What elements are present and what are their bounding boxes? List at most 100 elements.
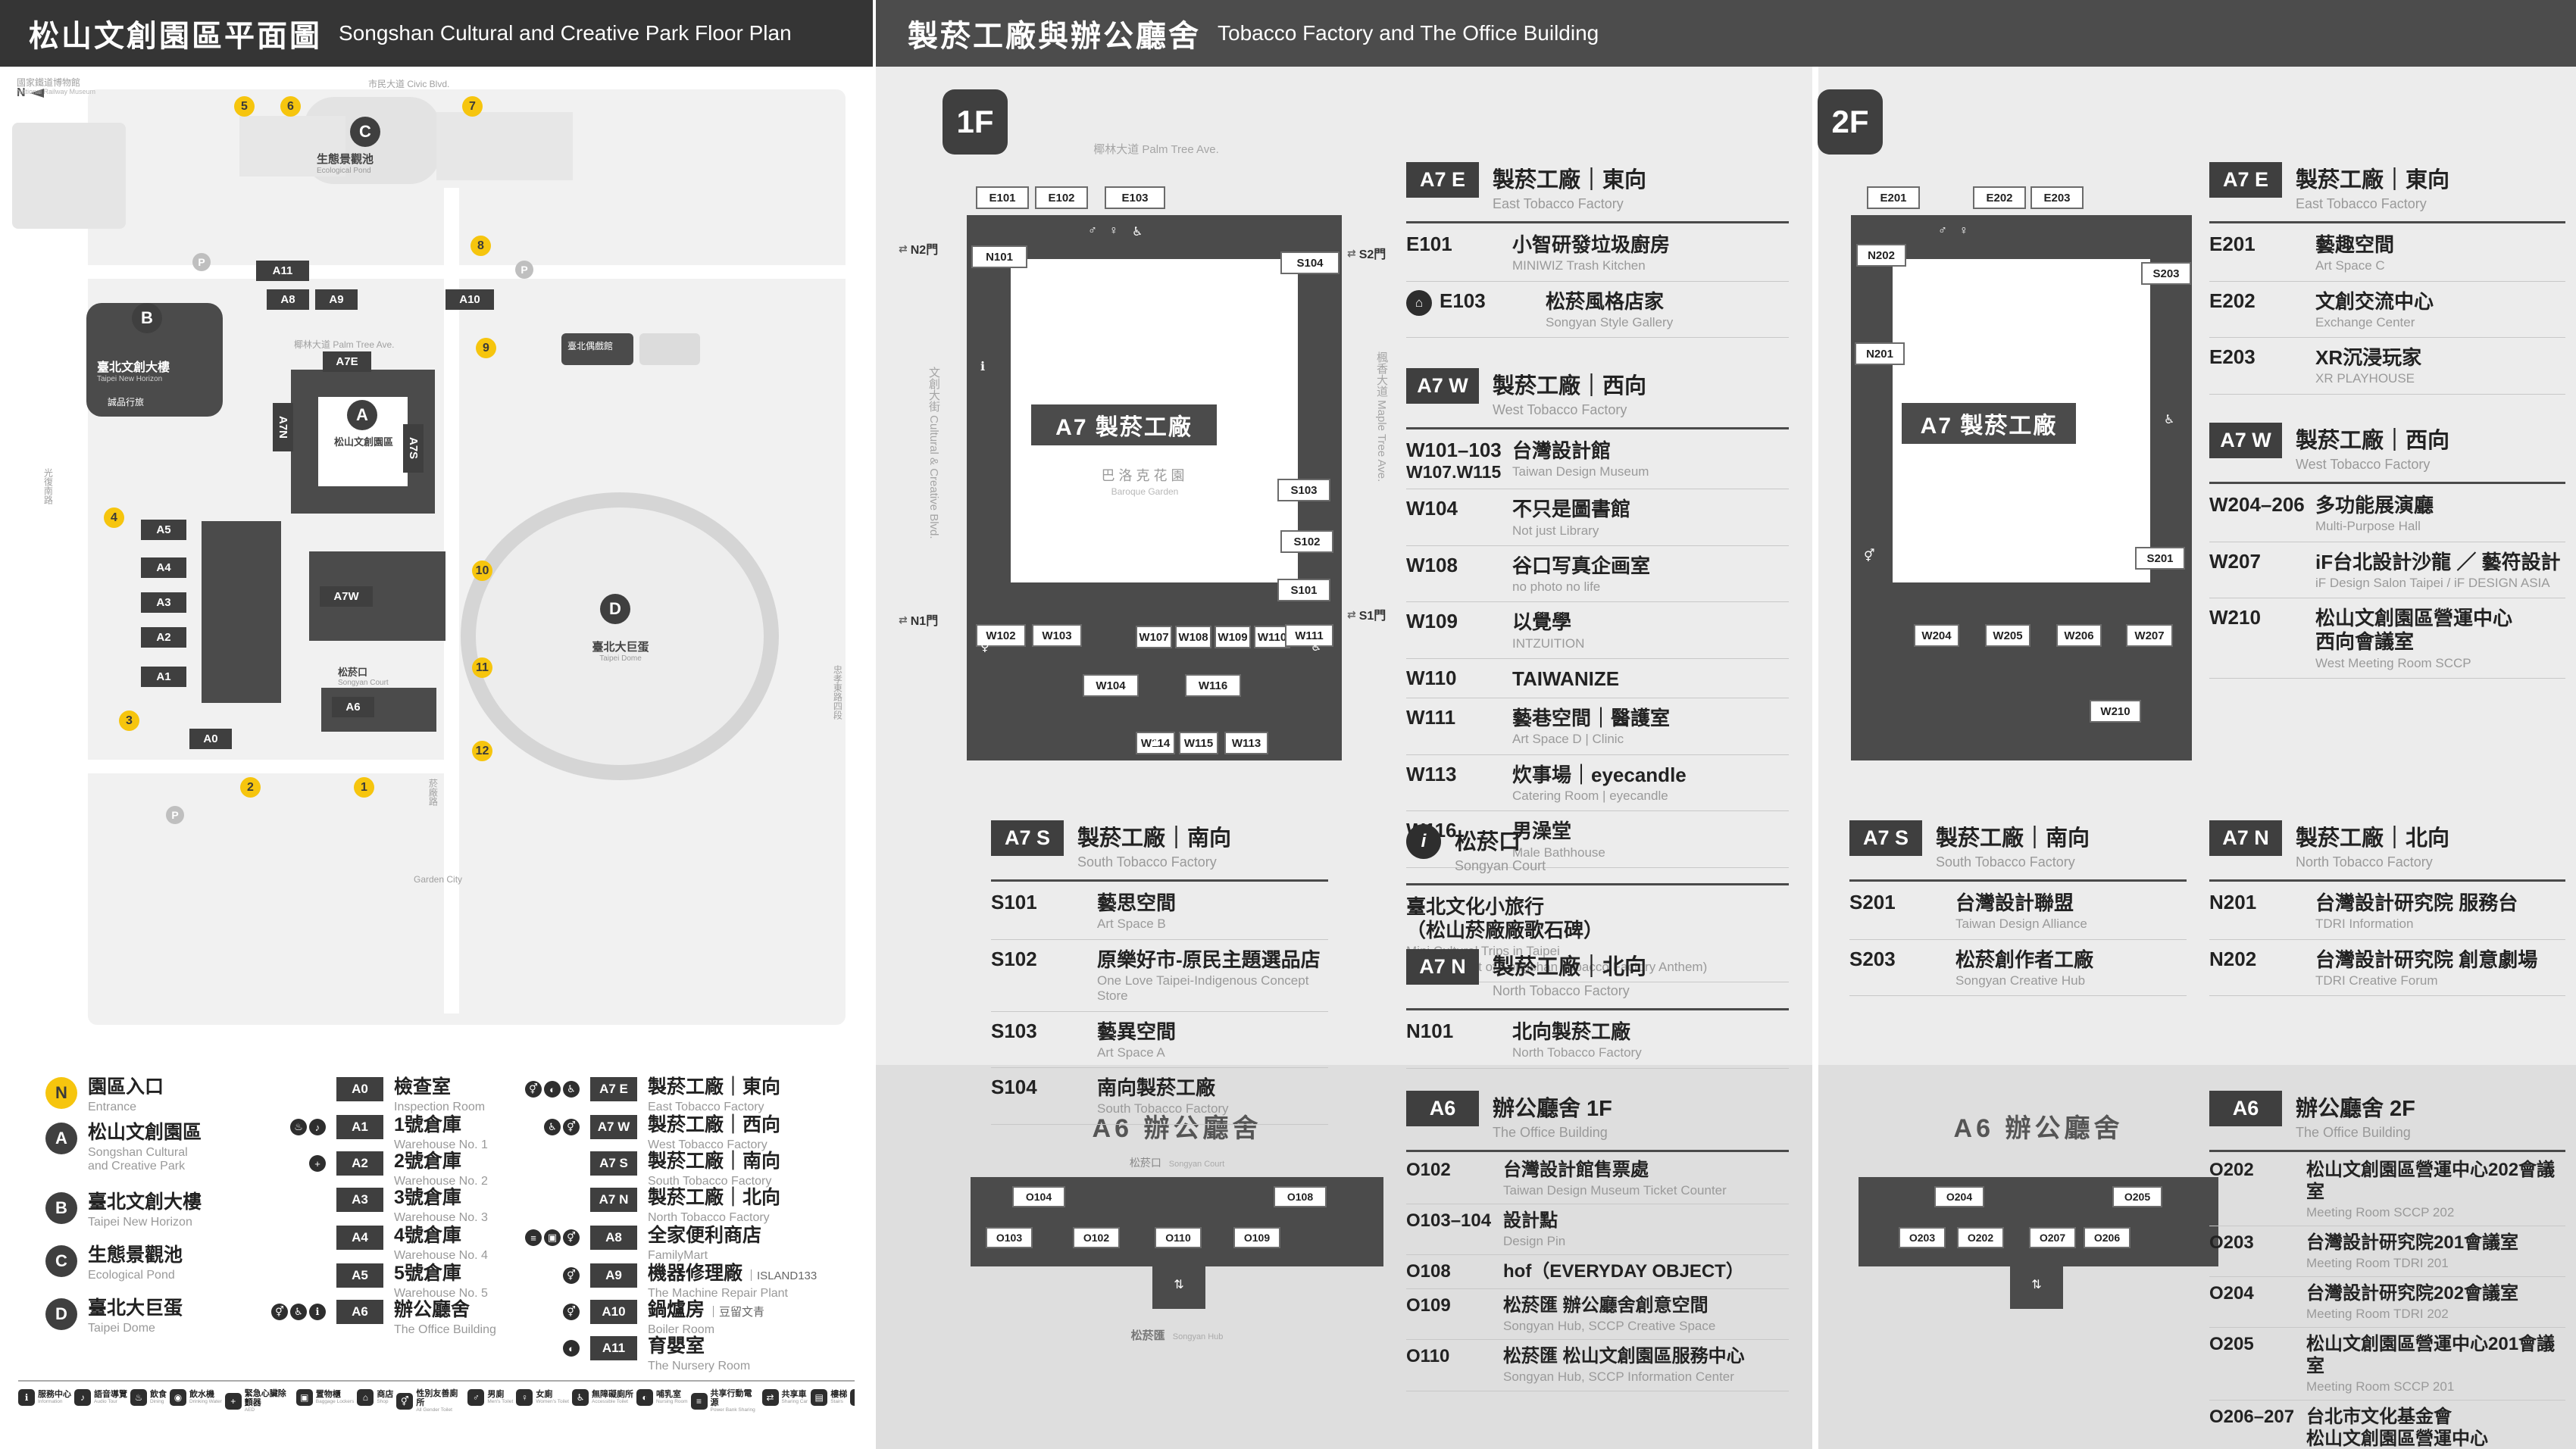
room-code-line1: W207	[2209, 549, 2261, 573]
building-band-south	[967, 582, 1342, 760]
warehouse-buildings	[202, 521, 281, 703]
legend-icons: ◐	[519, 1340, 580, 1357]
map-room-W108: W108	[1175, 626, 1211, 648]
room-name-zh: 小智研發垃圾廚房	[1512, 233, 1671, 256]
room-code-line1: W210	[2209, 606, 2261, 629]
map-room-W109: W109	[1215, 626, 1251, 648]
legend-zh: 1號倉庫	[394, 1114, 461, 1135]
room-code-line1: W109	[1406, 610, 1458, 633]
facility-en: Baggage Lockers	[315, 1399, 355, 1405]
facility-icon: ⚥	[563, 1229, 580, 1246]
street-label-palm-tree-ave: 椰林大道 Palm Tree Ave.	[1093, 143, 1219, 156]
facility-icon: ♪	[309, 1119, 326, 1135]
facility-icon: ♿	[1311, 641, 1322, 654]
room-code: O109	[1406, 1295, 1503, 1316]
north-block	[239, 116, 345, 176]
room-name-zh: XR沉浸玩家	[2315, 346, 2422, 370]
left-header-title-en: Songshan Cultural and Creative Park Floo…	[339, 21, 792, 45]
legend-icons: ♿⚥	[519, 1119, 580, 1135]
section-rule	[1849, 879, 2187, 882]
shop-icon: ⌂	[357, 1389, 374, 1406]
room-name-zh: 不只是圖書館	[1512, 498, 1631, 521]
entrance-number-11: 11	[472, 657, 492, 678]
building-code-A7S: A7 S	[590, 1151, 637, 1176]
room-code-line1: O204	[2209, 1283, 2254, 1304]
parking-icon: P	[192, 253, 211, 271]
room-code: W113	[1406, 763, 1512, 786]
building-code-A3: A3	[336, 1188, 383, 1212]
map-room-O109: O109	[1233, 1227, 1280, 1248]
room-code-line1: O206–207	[2209, 1407, 2295, 1428]
map-label: 市民大道 Civic Blvd.	[368, 79, 449, 89]
map-door-S1門: ⇄S1門	[1347, 605, 1386, 623]
map-room-O205: O205	[2112, 1186, 2162, 1207]
legend-zh: 製菸工廠｜東向	[648, 1076, 781, 1098]
map-room-S201: S201	[2135, 547, 2185, 570]
map-label-en: Songyan Court	[338, 678, 389, 687]
legend-en: Warehouse No. 2	[394, 1174, 488, 1188]
legend-en: East Tobacco Factory	[648, 1100, 764, 1113]
room-name-zh: 松菸匯 松山文創園區服務中心	[1503, 1346, 1745, 1367]
facility-zh: 緊急心臟除顫器	[244, 1389, 286, 1408]
facility-icon: ♿	[563, 1081, 580, 1098]
facility-icon: ⚥	[563, 1119, 580, 1135]
entrance-number-5: 5	[234, 96, 255, 117]
room-name-en: West Meeting Room SCCP	[2315, 655, 2471, 670]
building-code-A9: A9	[590, 1263, 637, 1288]
facility-en: Power Bank Sharing	[710, 1407, 755, 1413]
entrance-number-4: 4	[104, 507, 124, 528]
left-header-title-zh: 松山文創園區平面圖	[29, 20, 322, 53]
facility-icon: ◐	[563, 1340, 580, 1357]
facility-zh: 女廁	[536, 1390, 553, 1400]
section-tag: A6	[1406, 1091, 1479, 1126]
section-title-zh: 製菸工廠｜南向	[1077, 826, 1232, 851]
legend-en: Taipei New Horizon	[88, 1215, 192, 1229]
facility-zh: 性別友善廁所	[416, 1389, 458, 1408]
room-name-zh: iF台北設計沙龍 ／ 藝符設計	[2315, 550, 2561, 573]
room-code: S104	[991, 1076, 1097, 1099]
map-label-zh: Garden City	[414, 874, 463, 885]
legend-en: Warehouse No. 4	[394, 1248, 488, 1262]
road-yanchang	[444, 188, 459, 1013]
room-code: O206–207	[2209, 1407, 2306, 1428]
room-code-line1: N101	[1406, 1020, 1454, 1042]
legend-text: 製菸工廠｜東向 East Tobacco Factory	[648, 1076, 781, 1114]
building-tag-A2: A2	[141, 627, 186, 648]
legend-icons: ⚥♿ℹ	[265, 1304, 326, 1320]
section-tag: A7 W	[1406, 368, 1479, 404]
building-code-A10: A10	[590, 1300, 637, 1324]
map-room-O104: O104	[1012, 1186, 1065, 1207]
door-label: N2門	[910, 244, 939, 257]
building-tag-A7W: A7W	[320, 586, 373, 607]
